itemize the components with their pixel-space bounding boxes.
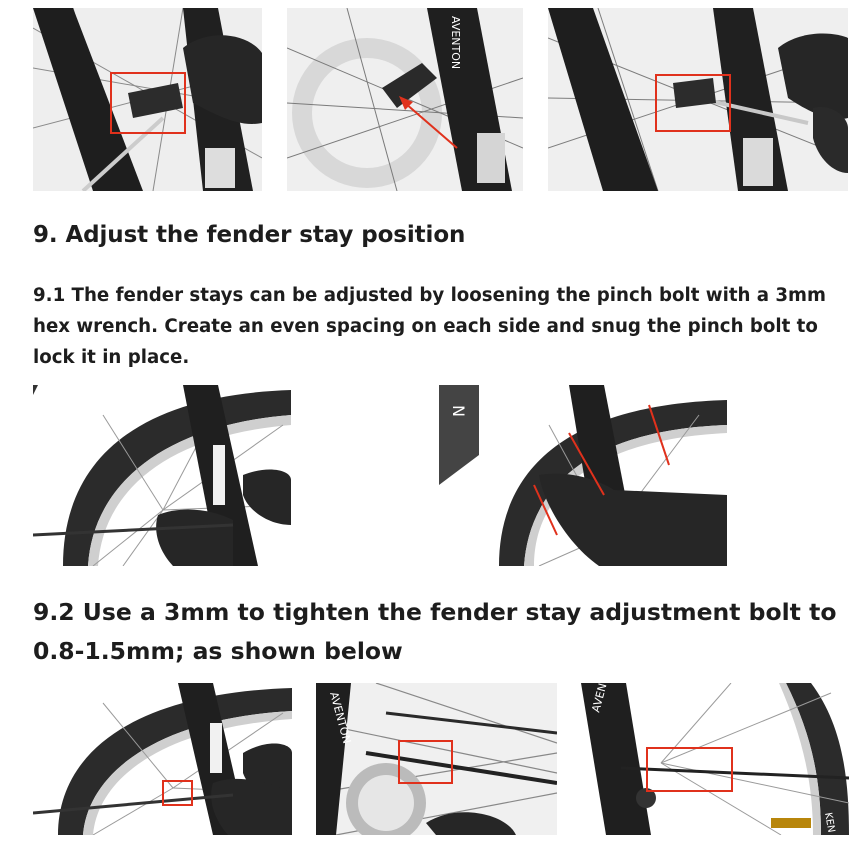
highlight-box	[655, 74, 731, 132]
pinch-bolt-hex-key-photo	[548, 8, 848, 191]
adjustment-bolt-rear-photo: AVENTON KEN	[581, 683, 849, 835]
highlight-box	[646, 747, 733, 792]
even-spacing-arrows-photo: N	[439, 385, 727, 566]
pinch-bolt-arrow-photo: AVENTON	[287, 8, 523, 191]
step-9-1-text: 9.1 The fender stays can be adjusted by …	[33, 285, 826, 368]
highlight-box	[398, 740, 453, 784]
fork-logo-text: AVENTON	[449, 16, 462, 69]
adjustment-bolt-closeup-photo: AVENTON	[316, 683, 557, 835]
section-heading: 9. Adjust the fender stay position	[33, 222, 466, 248]
svg-text:N: N	[449, 405, 468, 417]
highlight-box	[162, 780, 193, 806]
loosen-pinch-bolt-photo	[33, 385, 291, 566]
adjustment-bolt-tighten-photo	[33, 683, 292, 835]
highlight-box	[110, 72, 186, 134]
tire-logo-text: KEN	[822, 812, 836, 834]
pinch-bolt-wrench-photo	[33, 8, 262, 191]
step-9-2-heading: 9.2 Use a 3mm to tighten the fender stay…	[33, 598, 837, 665]
